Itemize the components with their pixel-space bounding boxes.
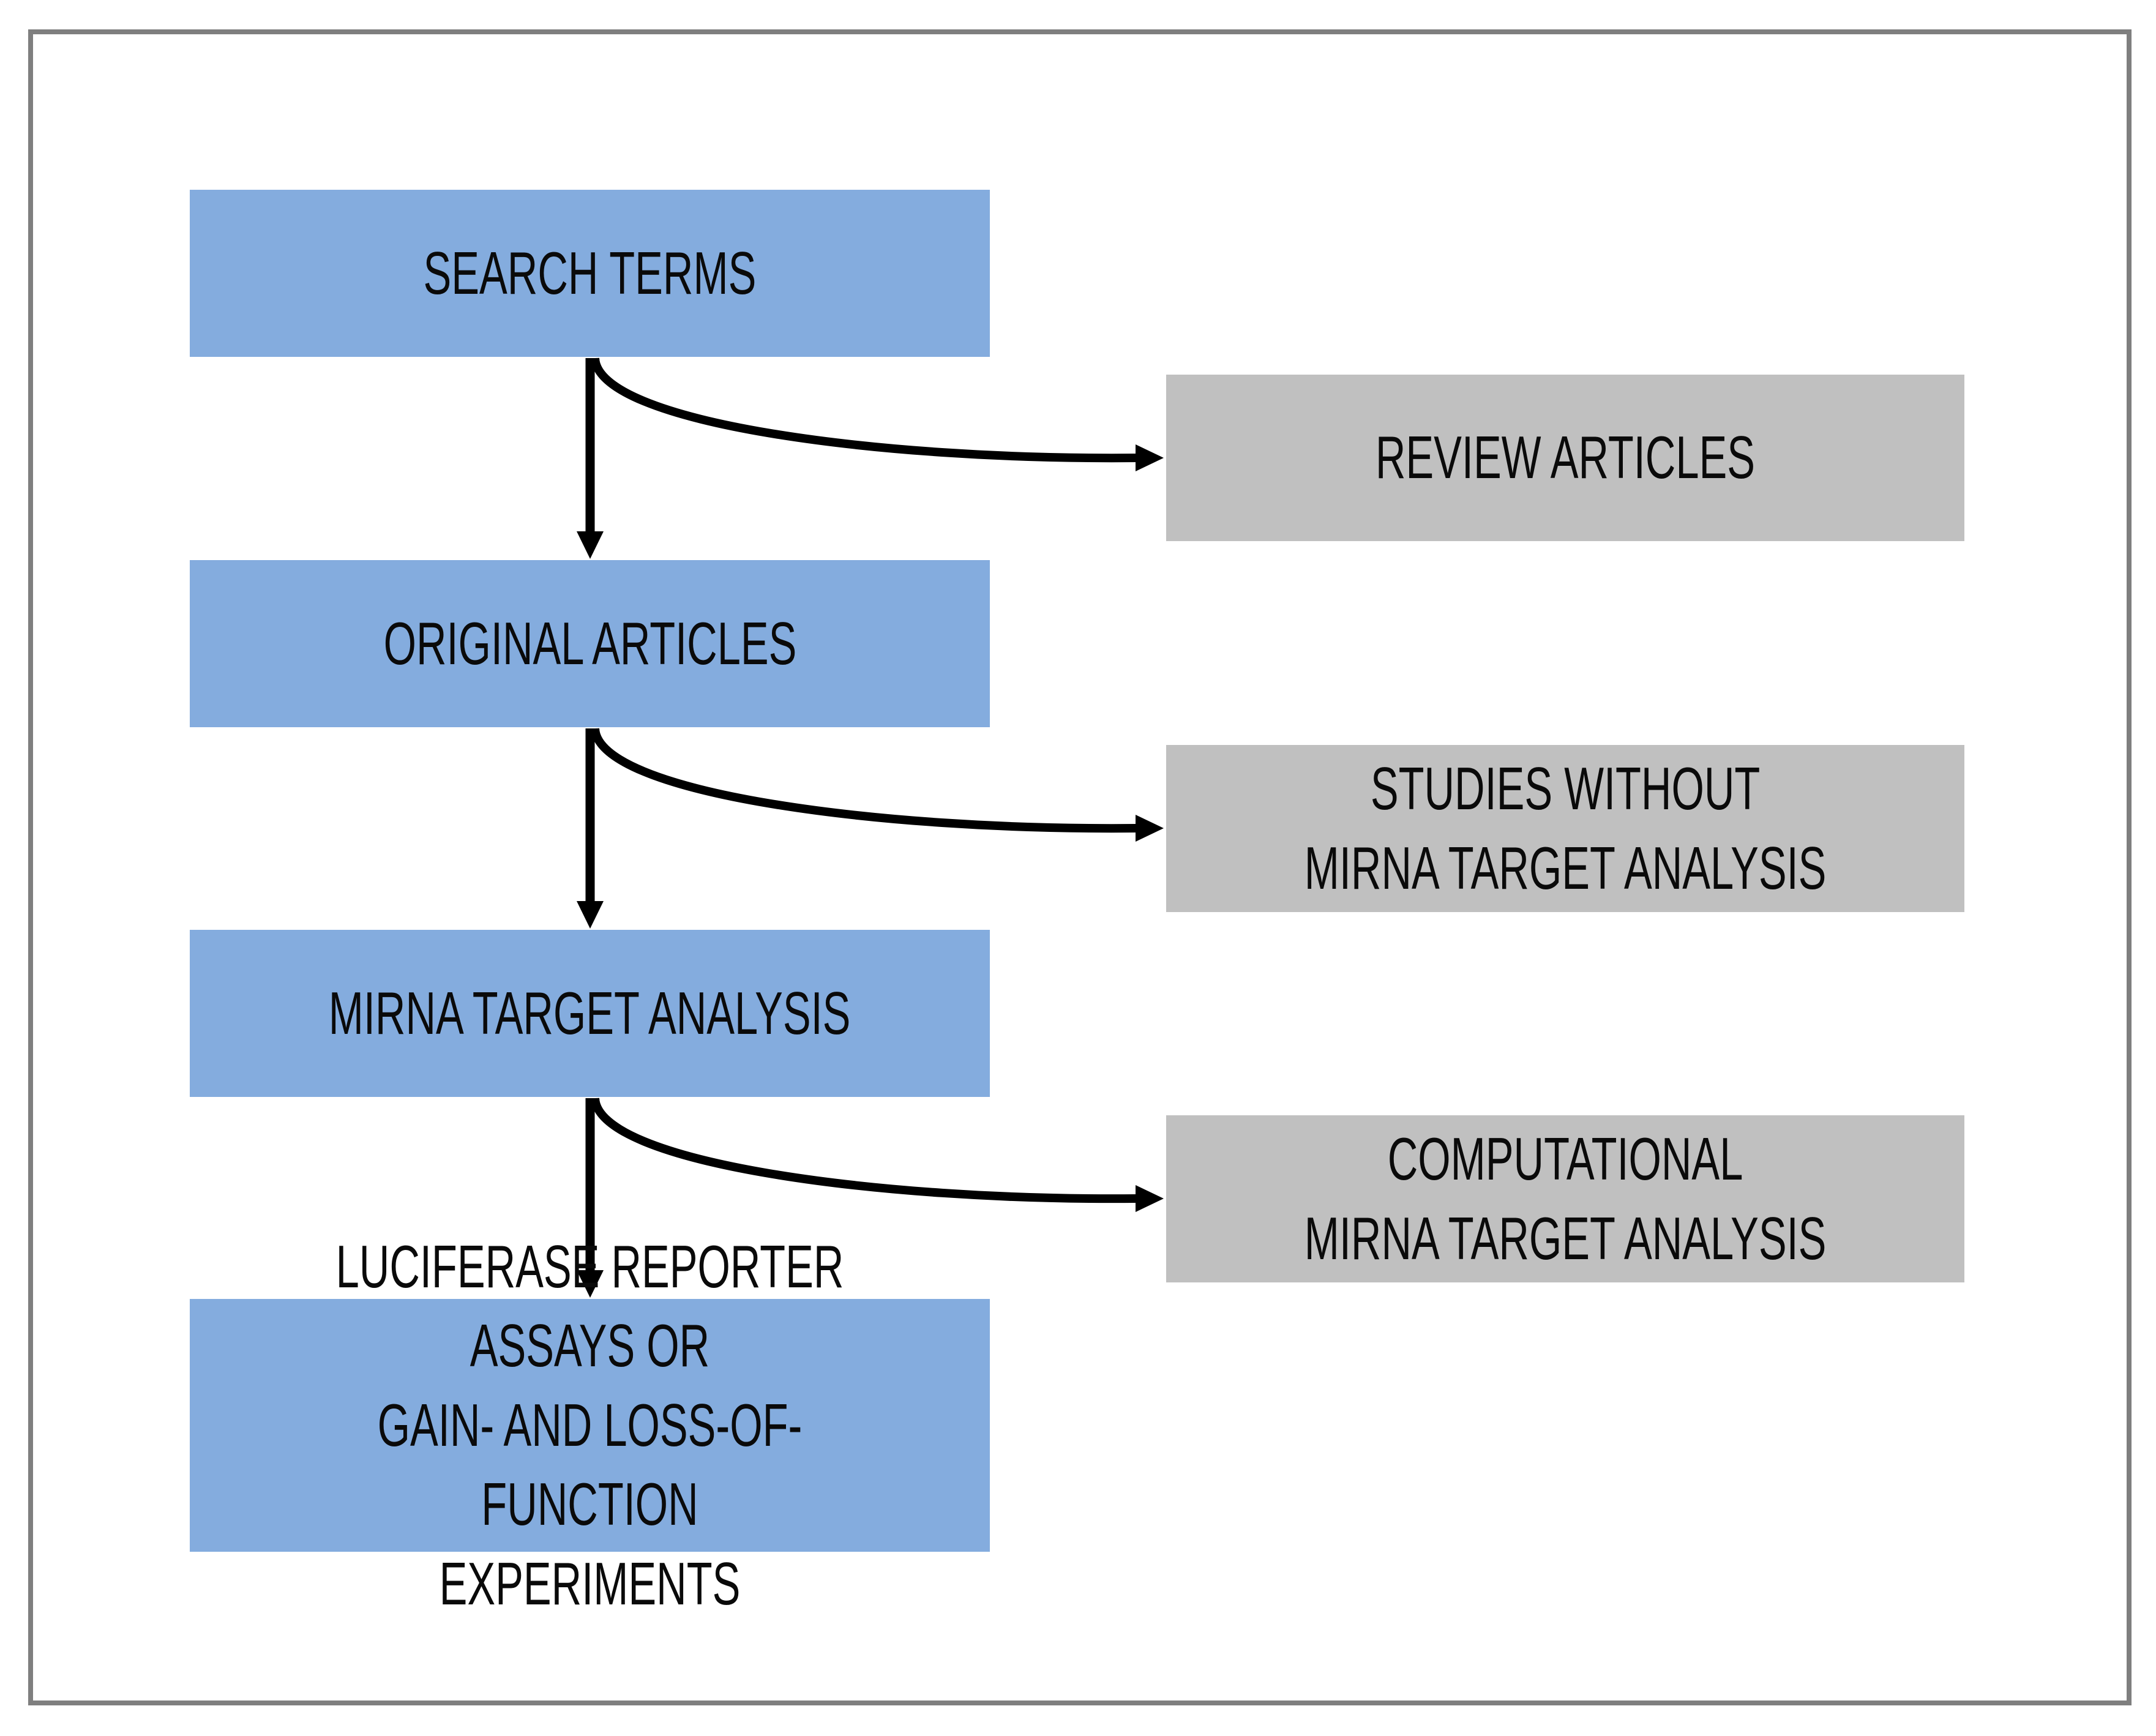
flow-box-label: MIRNA TARGET ANALYSIS: [329, 979, 851, 1047]
excluded-box-label: STUDIES WITHOUT MIRNA TARGET ANALYSIS: [1304, 755, 1827, 902]
excluded-box-studies-without-mirna-target-analysis: STUDIES WITHOUT MIRNA TARGET ANALYSIS: [1166, 745, 1964, 912]
excluded-box-review-articles: REVIEW ARTICLES: [1166, 375, 1964, 541]
excluded-box-label: REVIEW ARTICLES: [1375, 424, 1756, 492]
flow-box-label: LUCIFERASE REPORTER ASSAYS OR GAIN- AND …: [335, 1233, 844, 1617]
flow-box-mirna-target-analysis: MIRNA TARGET ANALYSIS: [190, 930, 990, 1097]
flow-box-original-articles: ORIGINAL ARTICLES: [190, 560, 990, 727]
flow-box-label: ORIGINAL ARTICLES: [383, 609, 796, 677]
flow-box-luciferase-experiments: LUCIFERASE REPORTER ASSAYS OR GAIN- AND …: [190, 1233, 990, 1617]
excluded-box-label: COMPUTATIONAL MIRNA TARGET ANALYSIS: [1304, 1125, 1827, 1272]
flow-box-search-terms: SEARCH TERMS: [190, 190, 990, 357]
excluded-box-computational-mirna-target-analysis: COMPUTATIONAL MIRNA TARGET ANALYSIS: [1166, 1115, 1964, 1282]
flow-box-label: SEARCH TERMS: [423, 239, 757, 307]
